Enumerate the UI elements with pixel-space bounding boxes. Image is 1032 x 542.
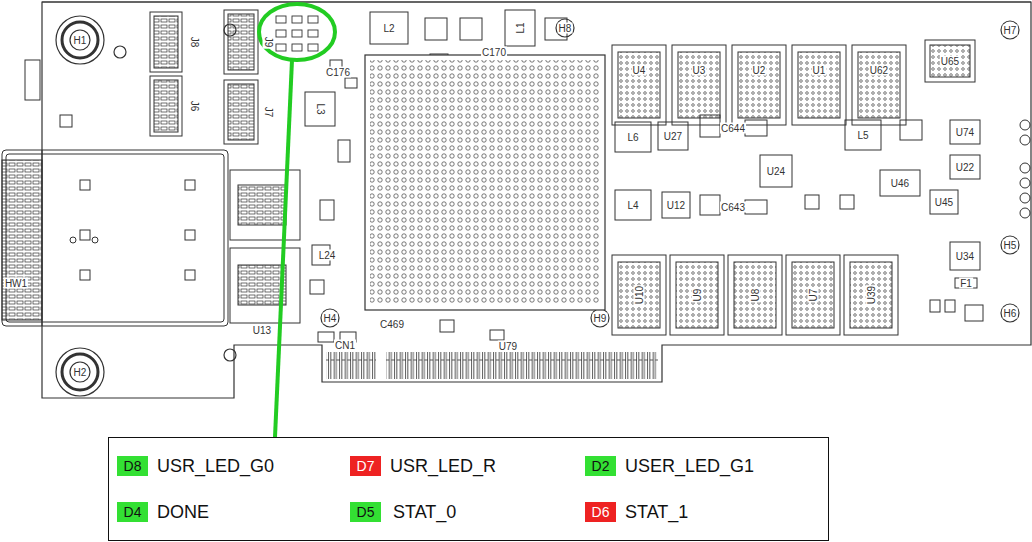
ref-designator: U10	[634, 285, 645, 305]
ref-designator: U22	[955, 162, 975, 173]
led-id: D8	[124, 458, 142, 474]
led-id: D4	[124, 504, 142, 520]
ref-designator: H1	[73, 35, 88, 46]
signal-name: USR_LED_G0	[157, 456, 274, 476]
led-id: D5	[357, 504, 375, 520]
led-id: D2	[592, 458, 610, 474]
ref-designator: U2	[752, 65, 767, 76]
ref-designator: C469	[379, 319, 405, 330]
ref-designator: U1	[812, 65, 827, 76]
signal-name: USR_LED_R	[390, 456, 496, 476]
signal-name: USER_LED_G1	[625, 456, 754, 476]
led-id: D6	[592, 504, 610, 520]
ref-designator: U79	[498, 341, 518, 352]
ref-designator: C170	[481, 47, 507, 58]
signal-name: DONE	[157, 502, 209, 522]
ref-designator: U7	[808, 288, 819, 303]
ref-designator: U27	[663, 131, 683, 142]
ref-designator: C644	[720, 123, 746, 134]
signal-name: STAT_1	[625, 502, 688, 522]
ref-designator: L3	[315, 102, 326, 115]
ref-designator: J7	[263, 106, 274, 119]
led-id: D7	[357, 458, 375, 474]
ref-designator: U34	[955, 251, 975, 262]
led-marker: D5	[350, 502, 381, 522]
led-marker: D2	[585, 456, 616, 476]
led-marker: D4	[117, 502, 148, 522]
ref-designator: U45	[934, 197, 954, 208]
ref-designator: U24	[766, 166, 786, 177]
ref-designator: HW1	[4, 278, 28, 289]
led-marker: D8	[117, 456, 148, 476]
ref-designator: U39	[866, 285, 877, 305]
ref-designator: U74	[955, 127, 975, 138]
ref-designator: L1	[515, 21, 526, 34]
ref-designator: U9	[692, 288, 703, 303]
ref-designator: L4	[626, 200, 639, 211]
ref-designator: U4	[632, 65, 647, 76]
ref-designator: L5	[856, 130, 869, 141]
ref-designator: U13	[252, 325, 272, 336]
ref-designator: U65	[940, 56, 960, 67]
ref-designator: J9	[263, 36, 274, 49]
ref-designator: U46	[890, 178, 910, 189]
ref-designator: H6	[1003, 308, 1018, 319]
ref-designator: J6	[189, 100, 200, 113]
led-marker: D6	[585, 502, 616, 522]
ref-designator: L2	[382, 23, 395, 34]
ref-designator: CN1	[334, 340, 356, 351]
signal-name: STAT_0	[393, 502, 456, 522]
ref-designator: U3	[692, 65, 707, 76]
ref-designator: H9	[593, 313, 608, 324]
ref-designator: U8	[750, 288, 761, 303]
ref-designator: L24	[318, 250, 337, 261]
led-marker: D7	[350, 456, 381, 476]
ref-designator: U62	[869, 65, 889, 76]
ref-designator: F1	[959, 278, 973, 289]
ref-designator: C176	[325, 67, 351, 78]
ref-designator: H8	[558, 23, 573, 34]
ref-designator: H4	[323, 313, 338, 324]
ref-designator: L6	[626, 132, 639, 143]
ref-designator: H7	[1003, 25, 1018, 36]
ref-designator: J8	[189, 36, 200, 49]
ref-designator: C643	[720, 202, 746, 213]
ref-designator: U12	[666, 200, 686, 211]
ref-designator: H2	[73, 367, 88, 378]
ref-designator: H5	[1003, 240, 1018, 251]
